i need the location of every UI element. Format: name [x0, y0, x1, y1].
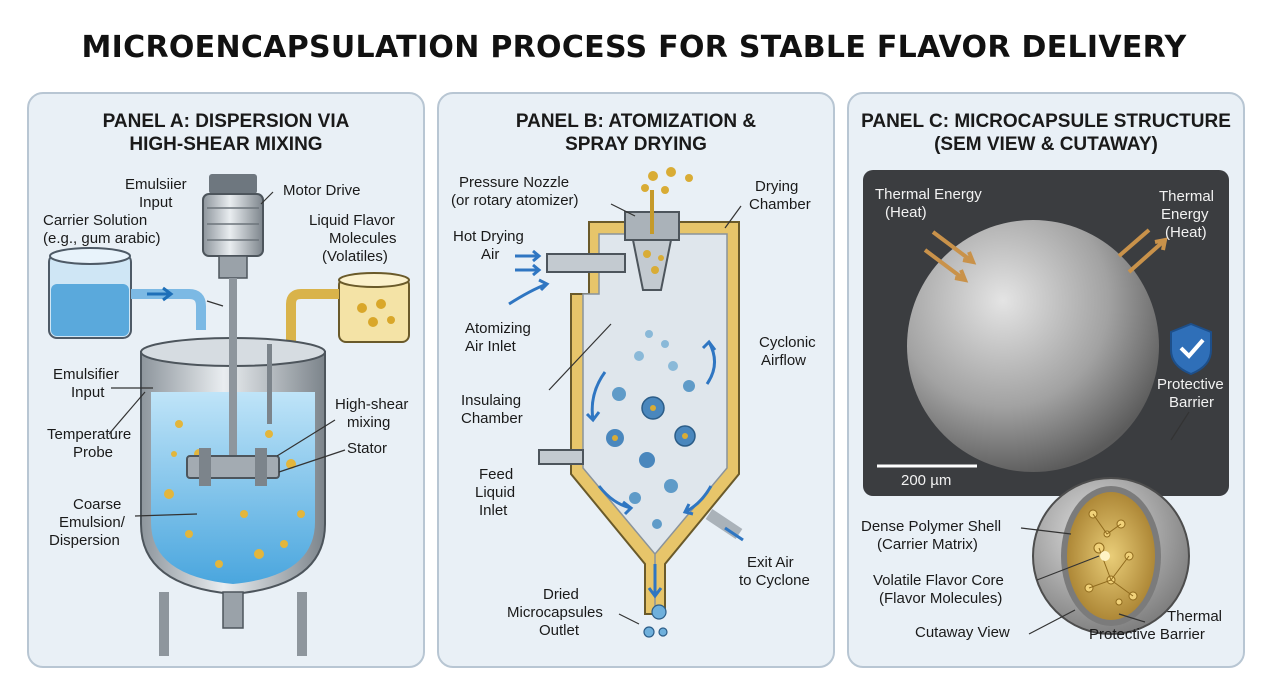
- shield-check-icon: [1170, 322, 1212, 376]
- outlet-arrow: [647, 564, 663, 599]
- spray-particles: [606, 330, 696, 529]
- sem-microcapsule-sphere: [907, 220, 1159, 472]
- flavor-feed-pipe: [286, 289, 339, 356]
- label-feed-1: Feed: [479, 466, 514, 483]
- carrier-feed-pipe: [131, 289, 206, 330]
- label-thermal-right-1: Thermal: [1159, 188, 1215, 205]
- label-dried-3: Outlet: [539, 622, 580, 639]
- label-protective-barrier-2: Barrier: [1169, 394, 1215, 411]
- hot-air-pipe: [546, 253, 626, 273]
- label-drying-chamber-1: Drying: [755, 178, 799, 195]
- label-emulsifier-2: Input: [71, 384, 105, 401]
- label-coarse-3: Dispersion: [49, 532, 120, 549]
- label-flavor-core-2: (Flavor Molecules): [879, 590, 1003, 607]
- label-carrier-solution-1: Carrier Solution: [43, 212, 148, 229]
- leader-lines-b: [548, 203, 742, 625]
- dried-microcapsules: [643, 604, 668, 638]
- mixer-shaft: [229, 278, 237, 466]
- label-flavor-core-1: Volatile Flavor Core: [873, 572, 1004, 589]
- label-thermal-barrier-1: Thermal: [1167, 608, 1223, 625]
- label-motor-drive: Motor Drive: [283, 182, 361, 199]
- label-thermal-right-2: Energy: [1161, 206, 1209, 223]
- label-temperature-1: Temperature: [47, 426, 132, 443]
- label-pressure-nozzle-1: Pressure Nozzle: [459, 174, 570, 191]
- label-liquid-flavor-3: (Volatiles): [322, 248, 388, 265]
- label-atomizing-1: Atomizing: [465, 320, 531, 337]
- exit-air-pipe: [705, 509, 743, 539]
- panel-c-title-line2: (SEM VIEW & CUTAWAY): [934, 134, 1158, 155]
- main-title: MICROENCAPSULATION PROCESS FOR STABLE FL…: [81, 30, 1187, 65]
- microcapsule-illustration: [863, 170, 1229, 635]
- pressure-nozzle: [624, 190, 680, 291]
- label-emulsifier-top-2: Input: [139, 194, 173, 211]
- mixing-tank-illustration: [48, 174, 410, 656]
- exit-air-arrow: [724, 526, 744, 542]
- label-insulating-1: Insulaing: [461, 392, 522, 409]
- label-high-shear-1: High-shear: [335, 396, 409, 413]
- label-coarse-1: Coarse: [73, 496, 122, 513]
- label-cyclonic-1: Cyclonic: [759, 334, 816, 351]
- label-dried-2: Microcapsules: [507, 604, 603, 621]
- label-temperature-2: Probe: [73, 444, 114, 461]
- label-scale: 200 µm: [901, 472, 952, 489]
- label-emulsifier-1: Emulsifier: [53, 366, 119, 383]
- label-coarse-2: Emulsion/: [59, 514, 125, 531]
- hot-air-arrows: [508, 249, 550, 306]
- motor-drive: [202, 174, 264, 279]
- label-thermal-left-1: Thermal Energy: [875, 186, 982, 203]
- label-thermal-barrier-2: Protective Barrier: [1089, 626, 1205, 643]
- spray-dryer-illustration: [508, 167, 744, 638]
- panel-b-spray-drying: PANEL B: ATOMIZATION & SPRAY DRYING Pres…: [437, 92, 835, 668]
- leader-lines-c: [1020, 411, 1190, 635]
- label-cyclonic-2: Airflow: [761, 352, 807, 369]
- cutaway-capsule: [1032, 477, 1190, 635]
- label-hot-air-2: Air: [481, 246, 500, 263]
- label-stator: Stator: [347, 440, 388, 457]
- panel-a-title-line2: HIGH-SHEAR MIXING: [129, 134, 323, 155]
- flavor-tank: [338, 272, 410, 343]
- panel-a-title-line1: PANEL A: DISPERSION VIA: [102, 111, 350, 132]
- panel-c-title-line1: PANEL C: MICROCAPSULE STRUCTURE: [861, 111, 1231, 132]
- leader-lines-a: [108, 191, 346, 517]
- label-polymer-shell-1: Dense Polymer Shell: [861, 518, 1002, 535]
- label-drying-chamber-2: Chamber: [749, 196, 811, 213]
- panel-b-title-line2: SPRAY DRYING: [565, 134, 707, 155]
- label-thermal-left-2: (Heat): [885, 204, 927, 221]
- panel-a-dispersion: PANEL A: DISPERSION VIA HIGH-SHEAR MIXIN…: [27, 92, 425, 668]
- label-insulating-2: Chamber: [461, 410, 523, 427]
- carrier-flow-arrow: [147, 286, 174, 302]
- label-feed-3: Inlet: [479, 502, 508, 519]
- label-atomizing-2: Air Inlet: [465, 338, 516, 355]
- feed-drops: [641, 167, 693, 274]
- label-dried-1: Dried: [543, 586, 579, 603]
- cyclonic-arrows: [585, 339, 717, 516]
- label-high-shear-2: mixing: [347, 414, 391, 431]
- temperature-probe: [267, 344, 272, 424]
- label-liquid-flavor-2: Molecules: [329, 230, 397, 247]
- label-exit-air-2: to Cyclone: [739, 572, 810, 589]
- feed-inlet-pipe: [538, 449, 584, 465]
- panel-b-title-line1: PANEL B: ATOMIZATION &: [515, 111, 757, 132]
- label-protective-barrier-1: Protective: [1157, 376, 1224, 393]
- heat-arrows: [923, 228, 1168, 283]
- label-thermal-right-3: (Heat): [1165, 224, 1207, 241]
- label-liquid-flavor-1: Liquid Flavor: [309, 212, 395, 229]
- label-feed-2: Liquid: [475, 484, 516, 501]
- label-cutaway-view: Cutaway View: [915, 624, 1010, 641]
- label-exit-air-1: Exit Air: [747, 554, 794, 571]
- label-polymer-shell-2: (Carrier Matrix): [877, 536, 978, 553]
- panel-c-microcapsule: PANEL C: MICROCAPSULE STRUCTURE (SEM VIE…: [847, 92, 1245, 668]
- label-pressure-nozzle-2: (or rotary atomizer): [451, 192, 579, 209]
- label-carrier-solution-2: (e.g., gum arabic): [43, 230, 161, 247]
- label-hot-air-1: Hot Drying: [453, 228, 524, 245]
- rotor-stator: [186, 448, 280, 486]
- carrier-solution-tank: [48, 247, 132, 339]
- label-emulsifier-top-1: Emulsiier: [125, 176, 187, 193]
